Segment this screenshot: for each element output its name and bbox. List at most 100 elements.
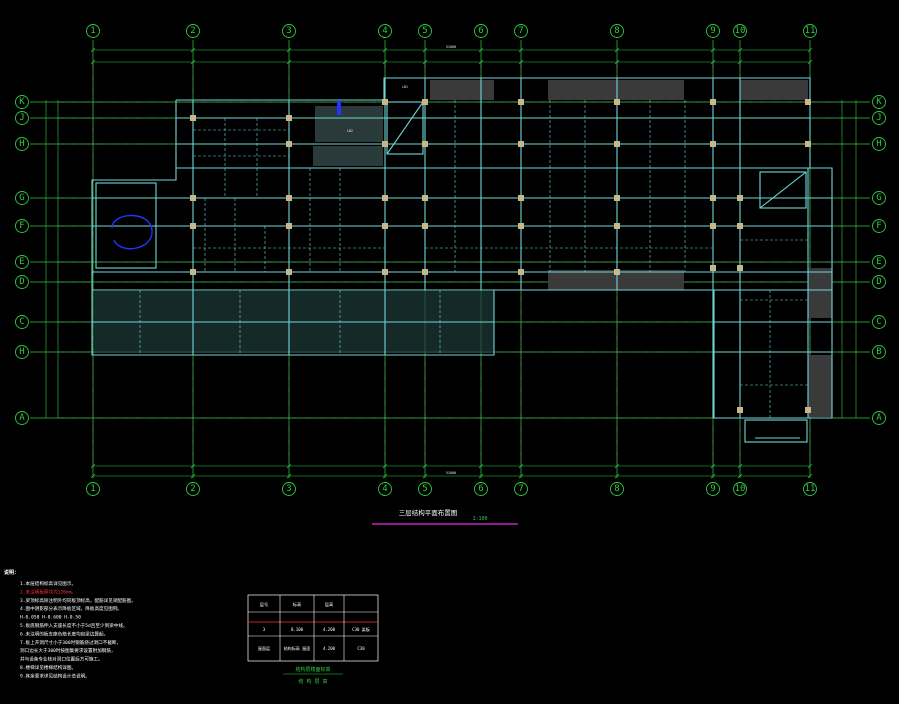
axis-bubble-top: 10 bbox=[733, 24, 747, 38]
column bbox=[382, 223, 388, 229]
axis-label: 2 bbox=[190, 484, 195, 494]
axis-bubble-right: A bbox=[872, 411, 886, 425]
axis-label: B bbox=[876, 347, 881, 357]
axis-bubble-left: G bbox=[15, 191, 29, 205]
axis-bubble-right: J bbox=[872, 111, 886, 125]
note-line: 3.梁顶标高除注明外均同板顶标高，配筋详见梁配筋图。 bbox=[20, 597, 136, 604]
column bbox=[190, 223, 196, 229]
drawing-title-block: 三层结构平面布置图 1:100 bbox=[372, 508, 518, 525]
axis-bubble-bottom: 9 bbox=[706, 482, 720, 496]
column bbox=[382, 141, 388, 147]
table-header-cell: 层高 bbox=[325, 601, 333, 608]
column bbox=[286, 223, 292, 229]
slab-label: LB1 bbox=[402, 85, 408, 89]
axis-bubble-left: H bbox=[15, 137, 29, 151]
axis-label: E bbox=[876, 257, 881, 267]
slab-labels: LB1 LB2 bbox=[347, 85, 408, 133]
axis-bubble-bottom: 8 bbox=[610, 482, 624, 496]
axis-label: H bbox=[19, 347, 24, 357]
axis-label: D bbox=[19, 277, 24, 287]
column bbox=[737, 265, 743, 271]
slab-label: LB2 bbox=[347, 129, 353, 133]
table-cell: C30 bbox=[357, 646, 365, 651]
side-dimension-lines bbox=[45, 100, 857, 418]
column bbox=[614, 223, 620, 229]
axis-label: C bbox=[19, 317, 24, 327]
table-cell: C30 梁板 bbox=[352, 626, 370, 632]
axis-label: F bbox=[19, 221, 24, 231]
column bbox=[422, 223, 428, 229]
column bbox=[286, 115, 292, 121]
axis-label: 11 bbox=[805, 26, 816, 36]
drawing-title: 三层结构平面布置图 bbox=[399, 508, 458, 517]
bottom-total-dimension: 51600 bbox=[446, 471, 456, 475]
axis-label: K bbox=[876, 97, 882, 107]
axis-bubble-bottom: 4 bbox=[378, 482, 392, 496]
stair-openings bbox=[95, 101, 808, 443]
hatched-slab bbox=[315, 106, 383, 142]
notes-heading: 说明： bbox=[4, 569, 19, 576]
axis-bubble-top: 4 bbox=[378, 24, 392, 38]
axis-label: H bbox=[19, 139, 24, 149]
hatched-slab bbox=[430, 80, 494, 100]
table-caption: 结构层楼面标高 bbox=[295, 666, 330, 673]
column bbox=[805, 99, 811, 105]
axis-bubble-bottom: 1 bbox=[86, 482, 100, 496]
main-beams bbox=[91, 77, 833, 419]
axis-bubble-top: 5 bbox=[418, 24, 432, 38]
hatched-slab bbox=[808, 268, 832, 318]
column bbox=[805, 141, 811, 147]
axis-label: A bbox=[19, 413, 25, 423]
axis-bubble-left: K bbox=[15, 95, 29, 109]
axis-label: A bbox=[876, 413, 882, 423]
column bbox=[710, 265, 716, 271]
columns bbox=[190, 99, 811, 413]
axis-bubble-right: E bbox=[872, 255, 886, 269]
table-cell: 4.200 bbox=[323, 646, 336, 651]
axis-bubble-bottom: 5 bbox=[418, 482, 432, 496]
column bbox=[710, 141, 716, 147]
axis-label: J bbox=[19, 113, 24, 123]
table-cell: 结构标高 屋面 bbox=[284, 645, 310, 651]
axis-label: 5 bbox=[422, 484, 427, 494]
hatched-slab bbox=[740, 80, 808, 100]
axis-label: 8 bbox=[614, 26, 619, 36]
table-subcaption: 结 构 层 高 bbox=[298, 678, 327, 685]
note-line: 4.图中阴影部分表示降板区域，降板高度见图例。 bbox=[20, 605, 122, 612]
axis-bubble-right: D bbox=[872, 275, 886, 289]
axis-bubble-top: 9 bbox=[706, 24, 720, 38]
note-line: H-0.050 H-0.600 H-0.50 bbox=[20, 615, 81, 621]
column bbox=[614, 99, 620, 105]
note-line: 9.其余要求详见结构设计总说明。 bbox=[20, 672, 90, 679]
column bbox=[614, 195, 620, 201]
column bbox=[805, 407, 811, 413]
axis-label: 2 bbox=[190, 26, 195, 36]
note-line: 1.本层结构标高详见图示。 bbox=[20, 580, 76, 587]
column bbox=[422, 195, 428, 201]
axis-label: 1 bbox=[90, 484, 95, 494]
axis-bubble-bottom: 11 bbox=[803, 482, 817, 496]
top-dimension-lines: 51600 bbox=[93, 45, 810, 63]
axis-bubble-right: G bbox=[872, 191, 886, 205]
axis-bubble-left: E bbox=[15, 255, 29, 269]
axis-bubble-top: 8 bbox=[610, 24, 624, 38]
axis-bubble-bottom: 6 bbox=[474, 482, 488, 496]
note-line: 洞口边长大于300时按图集要求设置附加钢筋， bbox=[20, 647, 116, 654]
hatched-slab bbox=[313, 146, 383, 166]
table-cell: 4.200 bbox=[323, 627, 336, 632]
axis-bubble-top: 6 bbox=[474, 24, 488, 38]
column bbox=[710, 223, 716, 229]
stair-curve bbox=[111, 214, 153, 250]
axis-label: E bbox=[19, 257, 24, 267]
column bbox=[286, 195, 292, 201]
axis-label: 6 bbox=[478, 26, 483, 36]
axis-label: 3 bbox=[286, 484, 291, 494]
axis-label: 3 bbox=[286, 26, 291, 36]
axis-label: 1 bbox=[90, 26, 95, 36]
drawing-scale: 1:100 bbox=[472, 516, 487, 522]
column bbox=[710, 99, 716, 105]
stair-marker bbox=[337, 101, 341, 115]
column bbox=[518, 195, 524, 201]
bottom-dimension-lines: 51600 bbox=[93, 465, 810, 477]
